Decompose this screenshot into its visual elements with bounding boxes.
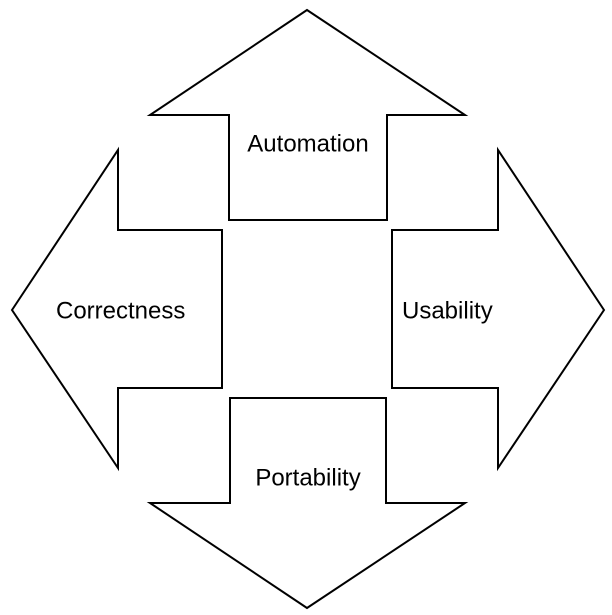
automation-label: Automation xyxy=(247,130,368,157)
arrow-up: Automation xyxy=(146,8,469,221)
arrow-down: Portability xyxy=(146,397,469,610)
arrow-left: Correctness xyxy=(10,146,223,472)
usability-label: Usability xyxy=(402,297,493,324)
arrow-right-shape xyxy=(391,146,606,472)
arrow-left-shape xyxy=(10,146,223,472)
arrow-up-shape xyxy=(146,8,469,221)
arrow-right: Usability xyxy=(391,146,606,472)
arrow-down-shape xyxy=(146,397,469,610)
portability-label: Portability xyxy=(255,464,360,491)
correctness-label: Correctness xyxy=(56,297,185,324)
